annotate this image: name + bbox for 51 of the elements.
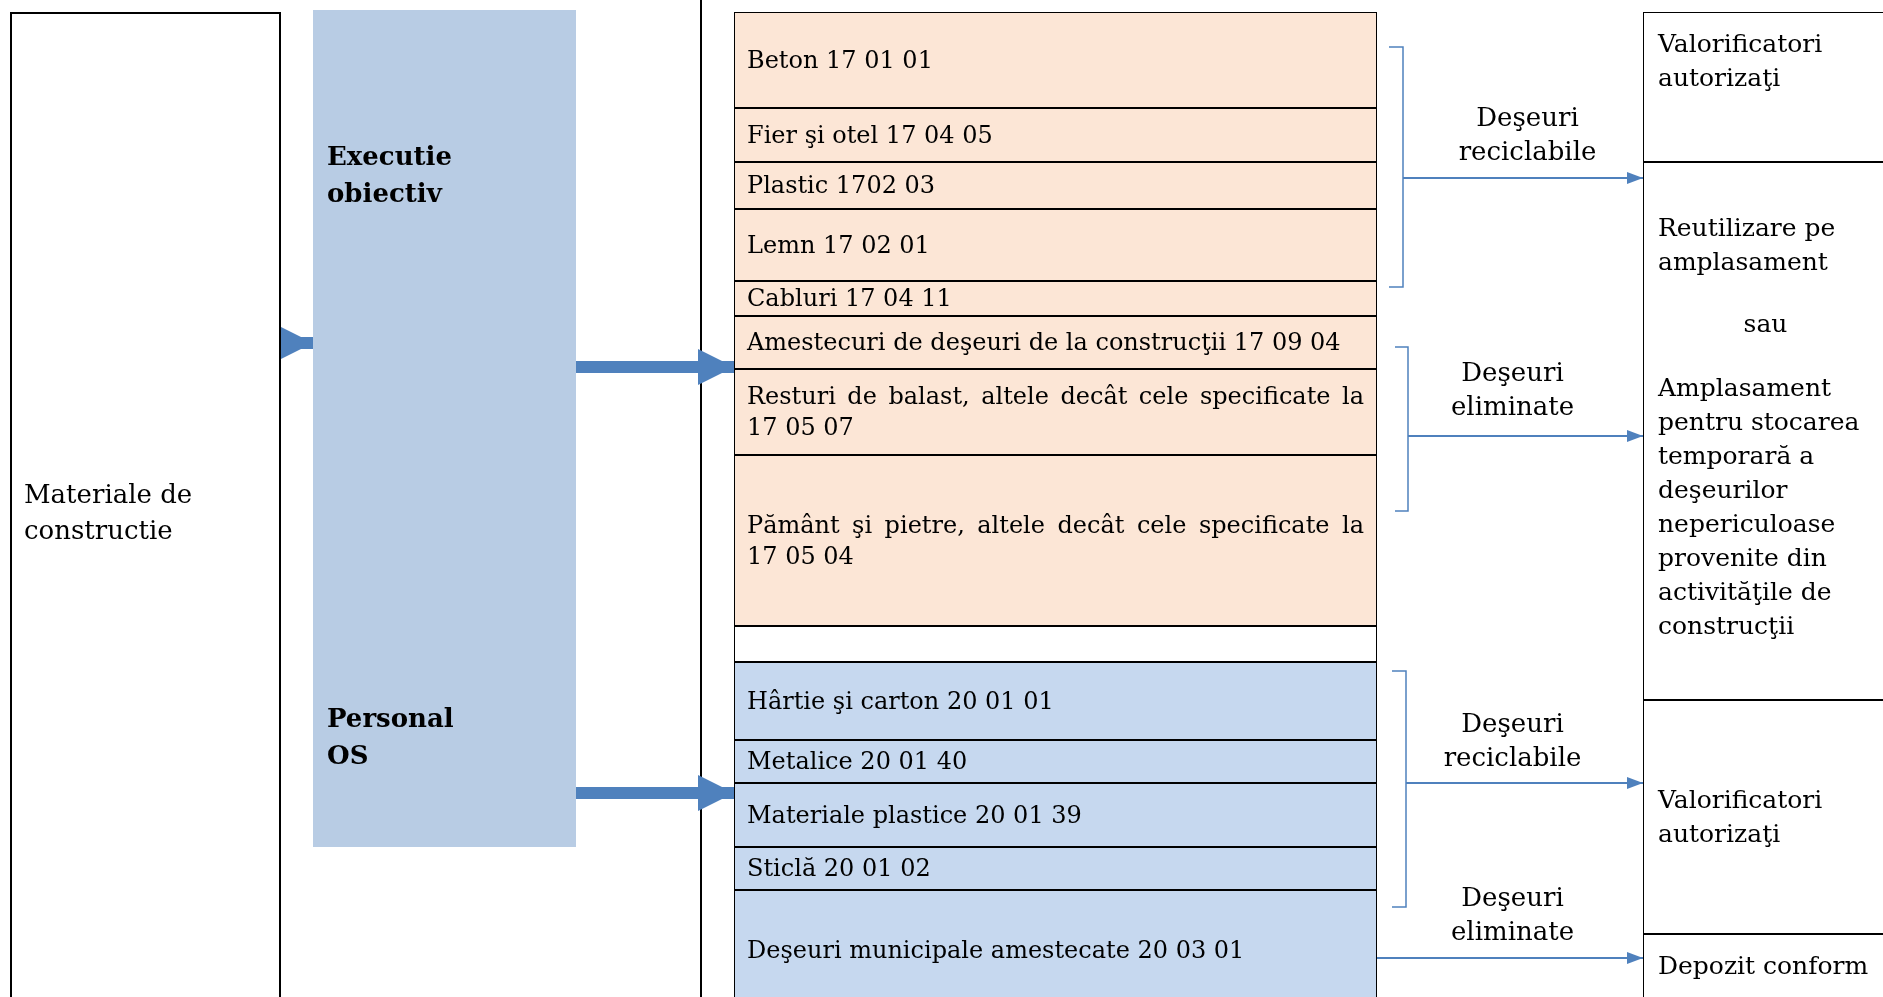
source-box [10,12,281,997]
activity-label: Personal OS [327,702,455,772]
activity-panel [313,10,576,847]
waste-row [734,12,1377,108]
waste-label: Lemn 17 02 01 [747,229,931,261]
waste-row [734,316,1377,369]
source-label: Materiale de constructie [24,478,194,547]
waste-label: Fier şi otel 17 04 05 [747,119,994,151]
arrow [575,349,734,385]
waste-label: Deşeuri municipale amestecate 20 03 01 [747,934,1246,966]
bracket [1388,46,1404,288]
waste-row [734,890,1377,997]
waste-row [734,847,1377,890]
waste-row [734,662,1377,740]
waste-row [734,281,1377,316]
waste-row [734,455,1377,626]
destination-label: Reutilizare pe amplasament [1658,212,1837,278]
destination-box [1643,700,1883,934]
destination-label: Amplasament pentru stocarea temporară a deşeurilor nepericuloase provenite din activităţile de construcţii [1658,372,1861,642]
destination-label: Valorificatori autorizaţi [1658,784,1824,850]
arrow [575,775,734,811]
destination-box [1643,162,1883,700]
destination-box [1643,934,1883,997]
destination-label: Depozit conform [1658,950,1870,982]
waste-row [734,108,1377,162]
waste-label: Beton 17 01 01 [747,44,934,76]
destination-box [1643,12,1883,162]
waste-row [734,209,1377,281]
arrow [1407,430,1644,442]
waste-label: Metalice 20 01 40 [747,746,969,777]
waste-label: Materiale plastice 20 01 39 [747,799,1083,831]
waste-label: Sticlă 20 01 02 [747,853,932,884]
waste-row [734,783,1377,847]
bracket [1394,346,1409,512]
destination-label: Valorificatori autorizaţi [1658,28,1824,94]
arrow [1405,777,1644,789]
waste-label: Amestecuri de deşeuri de la construcţii 17 09 04 [747,327,1342,358]
waste-label: Resturi de balast, altele decât cele specificate la 17 05 07 [747,381,1364,443]
arrow [1375,952,1644,964]
waste-row [734,162,1377,209]
waste-label: Cabluri 17 04 11 [747,283,953,314]
waste-row [734,740,1377,783]
waste-row [734,369,1377,455]
arrow [1402,172,1644,184]
waste-label: Pământ şi pietre, altele decât cele specificate la 17 05 04 [747,509,1364,572]
empty-row [734,626,1377,662]
connector-word: sau [1742,308,1789,340]
waste-label: Plastic 1702 03 [747,170,937,201]
waste-label: Hârtie şi carton 20 01 01 [747,685,1055,717]
bracket [1391,670,1407,908]
activity-label: Executie obiectiv [327,140,454,210]
